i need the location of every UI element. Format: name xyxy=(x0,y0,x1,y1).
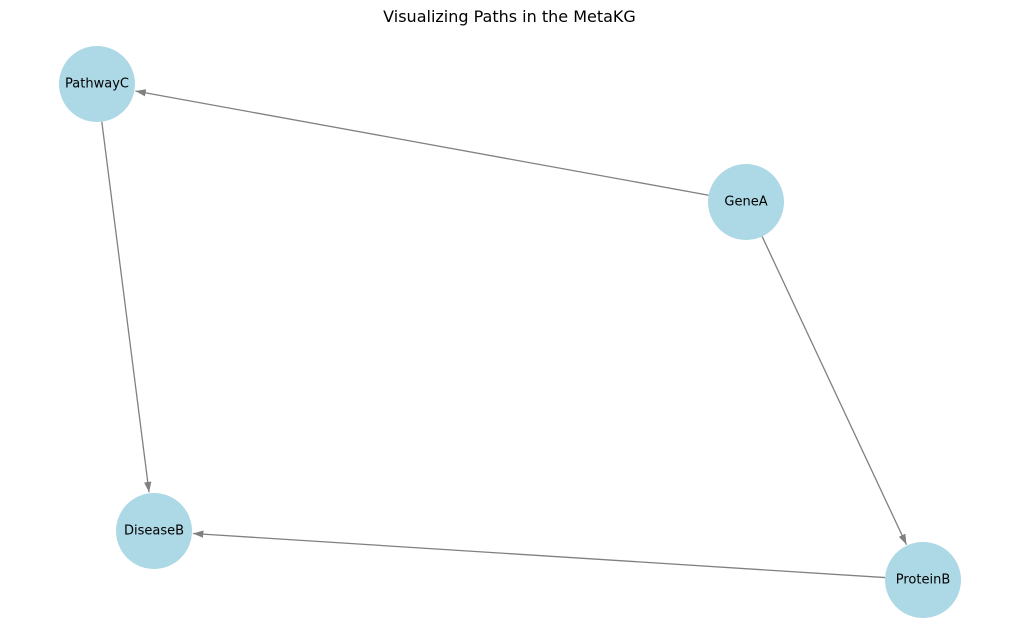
node-label: GeneA xyxy=(724,195,767,210)
node-label: DiseaseB xyxy=(124,524,184,539)
node-diseaseb: DiseaseB xyxy=(116,493,192,569)
edges-layer xyxy=(101,89,908,579)
edge-genea-to-pathwayc xyxy=(135,89,709,196)
node-circle xyxy=(708,164,784,240)
node-label: PathwayC xyxy=(65,77,129,92)
node-circle xyxy=(116,493,192,569)
edge-proteinb-to-diseaseb xyxy=(192,530,886,579)
diagram-title: Visualizing Paths in the MetaKG xyxy=(383,7,636,26)
nodes-layer: PathwayC GeneA DiseaseB ProteinB xyxy=(59,46,961,618)
node-circle xyxy=(885,542,961,618)
edge-pathwayc-to-diseaseb xyxy=(101,121,152,493)
node-genea: GeneA xyxy=(708,164,784,240)
node-circle xyxy=(59,46,135,122)
node-label: ProteinB xyxy=(896,573,951,588)
edge-genea-to-proteinb xyxy=(761,236,908,545)
node-pathwayc: PathwayC xyxy=(59,46,135,122)
node-proteinb: ProteinB xyxy=(885,542,961,618)
